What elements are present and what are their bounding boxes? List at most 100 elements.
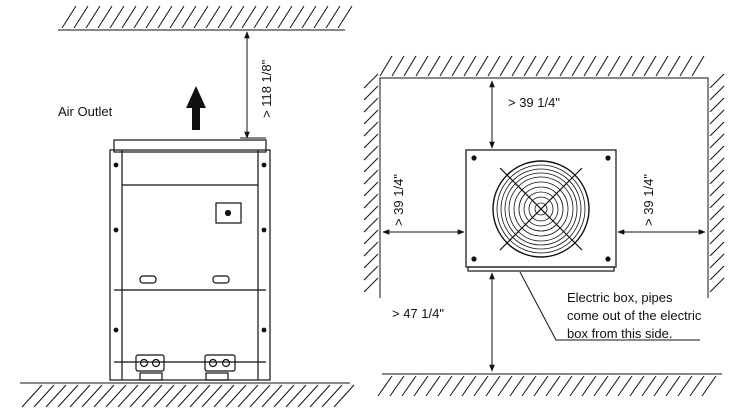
- hatch-line: [313, 5, 329, 29]
- outdoor-unit-side: [109, 139, 271, 381]
- hatch-line: [261, 384, 283, 408]
- hatch-line: [667, 55, 681, 77]
- hatch-line: [691, 55, 705, 77]
- hatch-line: [391, 55, 405, 77]
- air-outlet-label: Air Outlet: [58, 104, 113, 119]
- hatch-line: [655, 55, 669, 77]
- hatch-line: [569, 375, 585, 397]
- hatch-line: [475, 55, 489, 77]
- hatch-line: [363, 85, 379, 101]
- hatch-line: [145, 5, 161, 29]
- hatch-line: [285, 384, 307, 408]
- hatch-line: [709, 229, 725, 245]
- hatch-line: [709, 157, 725, 173]
- hatch-line: [677, 375, 693, 397]
- hatch-line: [709, 73, 725, 89]
- hatch-line: [337, 5, 353, 29]
- hatch-line: [709, 205, 725, 221]
- hatch-line: [225, 384, 247, 408]
- hatch-line: [415, 55, 429, 77]
- hatch-line: [401, 375, 417, 397]
- hatch-line: [253, 5, 269, 29]
- hatch-line: [97, 5, 113, 29]
- hatch-line: [709, 145, 725, 161]
- hatch-line: [571, 55, 585, 77]
- hatch-line: [461, 375, 477, 397]
- hatch-line: [631, 55, 645, 77]
- hatch-line: [193, 5, 209, 29]
- hatch-line: [363, 205, 379, 221]
- fan-ring: [496, 164, 586, 254]
- hatch-line: [679, 55, 693, 77]
- hatch-line: [487, 55, 501, 77]
- hatch-line: [363, 193, 379, 209]
- hatch-line: [709, 109, 725, 125]
- hatch-line: [165, 384, 187, 408]
- hatch-line: [617, 375, 633, 397]
- hatch-line: [21, 384, 43, 408]
- floor-hatch: [20, 382, 355, 408]
- hatch-line: [169, 5, 185, 29]
- fan-ring: [504, 172, 578, 246]
- hatch-line: [629, 375, 645, 397]
- hatch-line: [363, 265, 379, 281]
- hatch-line: [205, 5, 221, 29]
- hatch-line: [511, 55, 525, 77]
- hatch-line: [141, 384, 163, 408]
- hatch-line: [595, 55, 609, 77]
- hatch-line: [73, 5, 89, 29]
- hatch-line: [363, 181, 379, 197]
- hatch-line: [177, 384, 199, 408]
- electric-box-leader: [519, 271, 700, 341]
- hatch-line: [485, 375, 501, 397]
- fan-ring: [492, 160, 590, 258]
- ceiling-hatch: [58, 5, 353, 31]
- hatch-line: [709, 121, 725, 137]
- hatch-line: [557, 375, 573, 397]
- hatch-line: [45, 384, 67, 408]
- fan-ring: [508, 176, 574, 242]
- fan-ring: [528, 196, 554, 222]
- hatch-line: [363, 157, 379, 173]
- hatch-line: [379, 55, 393, 77]
- hatch-line: [425, 375, 441, 397]
- hatch-line: [363, 97, 379, 113]
- hatch-line: [105, 384, 127, 408]
- side-top-clearance-label: > 118 1/8": [259, 59, 274, 118]
- hatch-line: [201, 384, 223, 408]
- left-clearance-label: > 39 1/4": [391, 174, 406, 226]
- hatch-line: [449, 375, 465, 397]
- hatch-line: [689, 375, 705, 397]
- hatch-line: [709, 133, 725, 149]
- hatch-line: [451, 55, 465, 77]
- hatch-line: [61, 5, 77, 29]
- electric-box-note-line-1: Electric box, pipes: [567, 290, 673, 305]
- hatch-line: [583, 55, 597, 77]
- hatch-line: [301, 5, 317, 29]
- hatch-line: [189, 384, 211, 408]
- hatch-line: [701, 375, 717, 397]
- hatch-line: [499, 55, 513, 77]
- side-top-clearance-dimension: [240, 31, 266, 139]
- hatch-line: [581, 375, 597, 397]
- hatch-line: [237, 384, 259, 408]
- hatch-line: [607, 55, 621, 77]
- hatch-line: [33, 384, 55, 408]
- hatch-line: [709, 97, 725, 113]
- hatch-line: [545, 375, 561, 397]
- hatch-line: [325, 5, 341, 29]
- hatch-line: [229, 5, 245, 29]
- hatch-line: [497, 375, 513, 397]
- hatch-line: [547, 55, 561, 77]
- hatch-line: [709, 169, 725, 185]
- hatch-line: [181, 5, 197, 29]
- hatch-line: [363, 277, 379, 293]
- hatch-line: [121, 5, 137, 29]
- hatch-line: [709, 253, 725, 269]
- hatch-line: [389, 375, 405, 397]
- hatch-line: [273, 384, 295, 408]
- hatch-line: [217, 5, 233, 29]
- fan-ring: [518, 186, 564, 232]
- hatch-line: [641, 375, 657, 397]
